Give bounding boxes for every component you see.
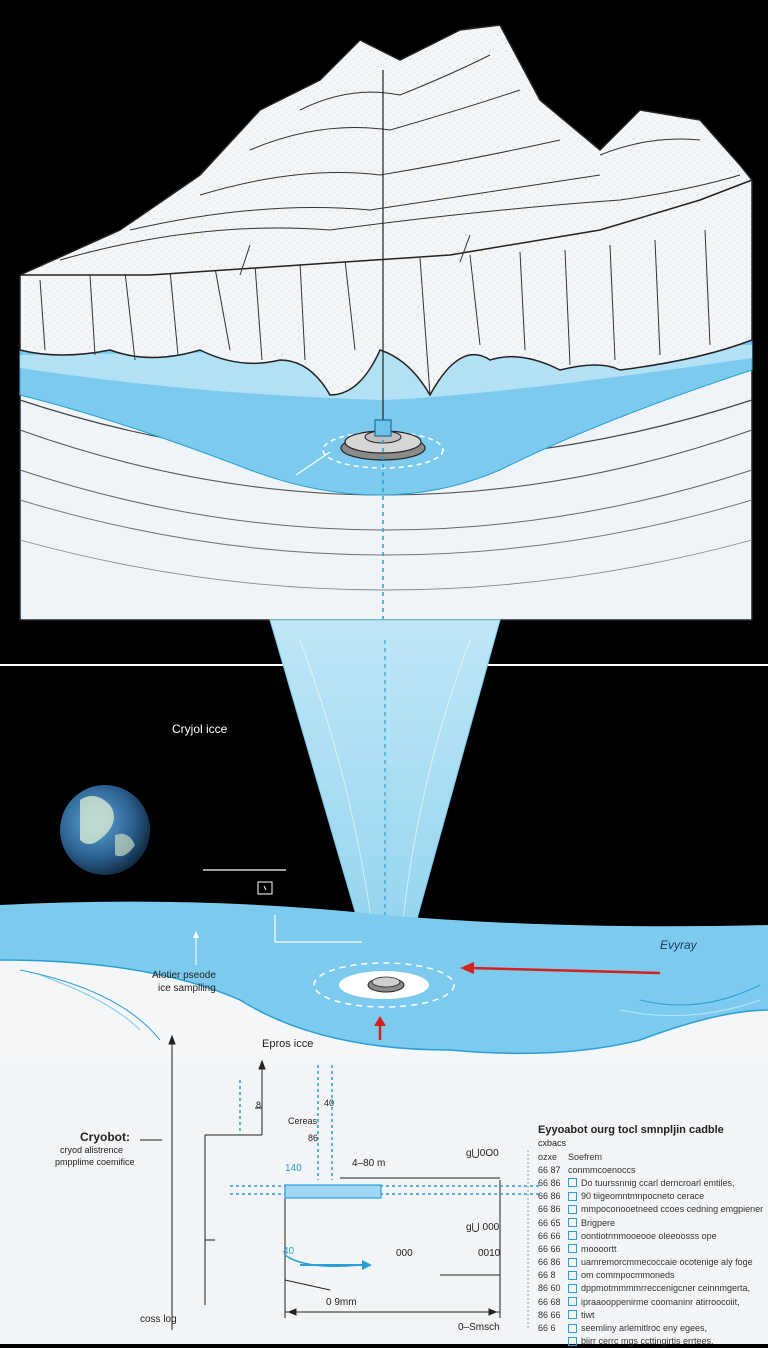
label-8: 8 — [256, 1100, 262, 1110]
legend-row: 86 60 dppmotmmmmrreccenigcner ceinnmgert… — [538, 1283, 751, 1294]
legend-row: 66 86 mmpoconooetneed ccoes cedning emgp… — [538, 1204, 764, 1215]
label-9000-a: g⋃0O0 — [466, 1148, 499, 1159]
legend-swatch-icon — [568, 1191, 577, 1201]
legend-swatch-icon — [568, 1336, 577, 1346]
legend-row: 66 68 ipraaooppenirme coomaninr atirrooc… — [538, 1296, 740, 1307]
label-other-pseudo: Alotier pseode — [152, 970, 216, 981]
legend-row: 66 87 conmmcoenoccs — [538, 1164, 636, 1175]
label-000-a: 000 — [396, 1248, 413, 1259]
legend-row: biirr cerrc mgs ccttingirtis errtees. — [538, 1335, 766, 1348]
legend-row: 66 86 Do tuurssnnig ccarl derncroarl emt… — [538, 1177, 735, 1188]
label-cryoice: Cryjol icce — [172, 722, 228, 736]
legend-row: 66 65 Brigpere — [538, 1217, 616, 1228]
legend-row: 66 66 moooortt — [538, 1243, 617, 1254]
label-9mm: 0 9mm — [326, 1297, 357, 1308]
label-ice-sampling: ice samplling — [158, 983, 216, 994]
label-0smsch: 0–Smsch — [458, 1322, 500, 1333]
legend-row: 66 6 seemliny arlemitlroc eny egees, — [538, 1323, 708, 1334]
legend-row: 66 86 uamremorcmmecoccaie ocotenige aly … — [538, 1257, 753, 1268]
red-arrow-horizontal — [469, 966, 661, 975]
label-86: 86 — [308, 1133, 319, 1143]
schematic — [168, 1034, 501, 1330]
legend-swatch-icon — [568, 1257, 577, 1267]
legend-swatch-icon — [568, 1297, 577, 1307]
schematic-sub1: cryod alistrence — [60, 1145, 124, 1155]
schematic-title: Cryobot: — [80, 1130, 130, 1144]
legend-swatch-icon — [568, 1178, 577, 1188]
legend-swatch-icon — [568, 1231, 577, 1241]
legend-swatch-icon — [568, 1283, 577, 1293]
legend-swatch-icon — [568, 1218, 577, 1228]
schematic-bottom-left: coss log — [140, 1314, 177, 1325]
legend-swatch-icon — [568, 1323, 577, 1333]
legend-row: 66 8 om commpocmmoneds — [538, 1270, 675, 1281]
label-40-bot: 40 — [283, 1246, 295, 1257]
legend-title: Eyyoabot ourg tocl smnpljin cadble — [538, 1124, 724, 1136]
label-000-b: 0010 — [478, 1248, 501, 1259]
legend-swatch-icon — [568, 1310, 577, 1320]
label-40-top: 40 — [324, 1098, 335, 1108]
probe-body — [284, 1184, 382, 1199]
schematic-sub2: pmpplime coemifice — [55, 1157, 135, 1167]
legend-row: ozxe Soefrem — [538, 1151, 603, 1162]
label-epros-ice: Epros icce — [262, 1038, 314, 1050]
legend-subtitle: cxbacs — [538, 1138, 567, 1148]
legend-swatch-icon — [568, 1244, 577, 1254]
label-140: 140 — [285, 1163, 302, 1174]
label-eyray: Evyray — [660, 938, 697, 952]
label-80m: 4–80 m — [352, 1158, 386, 1169]
legend-row: 66 86 90 tiigeomntmnpocneto cerace — [538, 1191, 705, 1202]
legend-list: ozxe Soefrem 66 87 conmmcoenoccs 66 86 D… — [538, 1150, 766, 1348]
legend-swatch-icon — [568, 1270, 577, 1280]
cryobot-bottom — [313, 962, 455, 1008]
legend-swatch-icon — [568, 1204, 577, 1214]
legend-row: 66 66 oontiotrmmooeooe oleeoosss ope — [538, 1230, 717, 1241]
legend-row: 86 66 tiwt — [538, 1309, 595, 1320]
label-9000-b: g⋃ 000 — [466, 1222, 500, 1233]
label-cereas: Cereas — [288, 1116, 318, 1126]
ice-mountain-top — [19, 24, 754, 276]
